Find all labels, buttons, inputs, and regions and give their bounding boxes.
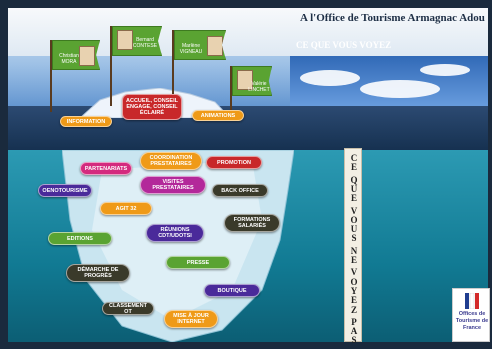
flag-pole (110, 26, 112, 106)
visible-label: CE QUE VOUS VOYEZ (296, 40, 392, 50)
pill-boutique: BOUTIQUE (204, 284, 260, 297)
pill-mise-a-jour: MISE À JOUR INTERNET (164, 310, 218, 328)
pill-back-office: BACK OFFICE (212, 184, 268, 197)
hidden-label-char: Y (350, 285, 358, 296)
flag-pole (50, 40, 52, 112)
pill-demarche: DÉMARCHE DE PROGRÈS (66, 264, 130, 282)
hidden-label-char: Q (350, 174, 358, 185)
flag-name: Christian MORA (59, 53, 79, 65)
hidden-label-char: E (350, 255, 357, 265)
logo: Offices de Tourisme de France (452, 288, 490, 342)
hidden-label-char: S (351, 233, 357, 244)
pill-information: INFORMATION (60, 116, 112, 127)
hidden-label-char: V (350, 267, 358, 278)
page-title: A l'Office de Tourisme Armagnac Adou (300, 12, 485, 24)
pill-reunions: RÉUNIONS CDT/UDOTSI (146, 224, 204, 242)
hidden-label-char: P (351, 316, 357, 327)
pill-formations: FORMATIONS SALARIÉS (224, 214, 280, 232)
flag-contese: Bernard CONTESE (112, 26, 162, 56)
pill-presse: PRESSE (166, 256, 230, 269)
flag-name: Valérie LINCHET (248, 81, 270, 93)
pill-agit: AGIT 32 (100, 202, 152, 215)
flag-vigneau: Marlène VIGNEAU (174, 30, 226, 60)
pill-coordination: COORDINATION PRESTATAIRES (140, 152, 202, 170)
cloud (300, 70, 360, 86)
hidden-label-char: U (350, 183, 358, 194)
flag-pole (172, 30, 174, 112)
hidden-label-char: O (350, 214, 358, 225)
avatar (117, 30, 133, 50)
hidden-label-char: A (350, 326, 358, 337)
hidden-label-char: E (350, 162, 357, 173)
flag-linchet: Valérie LINCHET (232, 66, 272, 96)
avatar (207, 36, 223, 56)
hidden-label-char: U (350, 224, 358, 235)
flag-name: Marlène VIGNEAU (179, 43, 203, 55)
cloud (420, 64, 470, 76)
otf-logo-icon (465, 293, 479, 309)
logo-text: Offices de Tourisme de France (455, 311, 489, 331)
pill-editions: EDITIONS (48, 232, 112, 245)
pill-partenariats: PARTENARIATS (80, 162, 132, 175)
cloud (360, 80, 440, 98)
pill-classement: CLASSEMENT OT (102, 302, 154, 315)
hidden-label-char: E (350, 193, 357, 204)
pill-oenotourisme: OENOTOURISME (38, 184, 92, 197)
flag-name: Bernard CONTESE (132, 37, 158, 49)
avatar (79, 46, 95, 66)
flag-pole (230, 66, 232, 116)
pill-promotion: PROMOTION (206, 156, 262, 169)
avatar (237, 70, 253, 90)
hidden-label-char: C (350, 153, 358, 163)
hidden-label-char: N (350, 245, 358, 256)
hidden-label-char: S (351, 335, 357, 346)
hidden-label-char: E (350, 295, 357, 306)
pill-animations: ANIMATIONS (192, 110, 244, 121)
pill-visites: VISITES PRESTATAIRES (140, 176, 206, 194)
flag-mora: Christian MORA (52, 40, 100, 70)
hidden-label-char: Z (350, 304, 357, 315)
hidden-label-char: V (350, 205, 358, 216)
hidden-label-char: O (350, 276, 358, 287)
pill-accueil: ACCUEIL, CONSEIL ENGAGE, CONSEIL ÉCLAIRÉ (122, 94, 182, 120)
